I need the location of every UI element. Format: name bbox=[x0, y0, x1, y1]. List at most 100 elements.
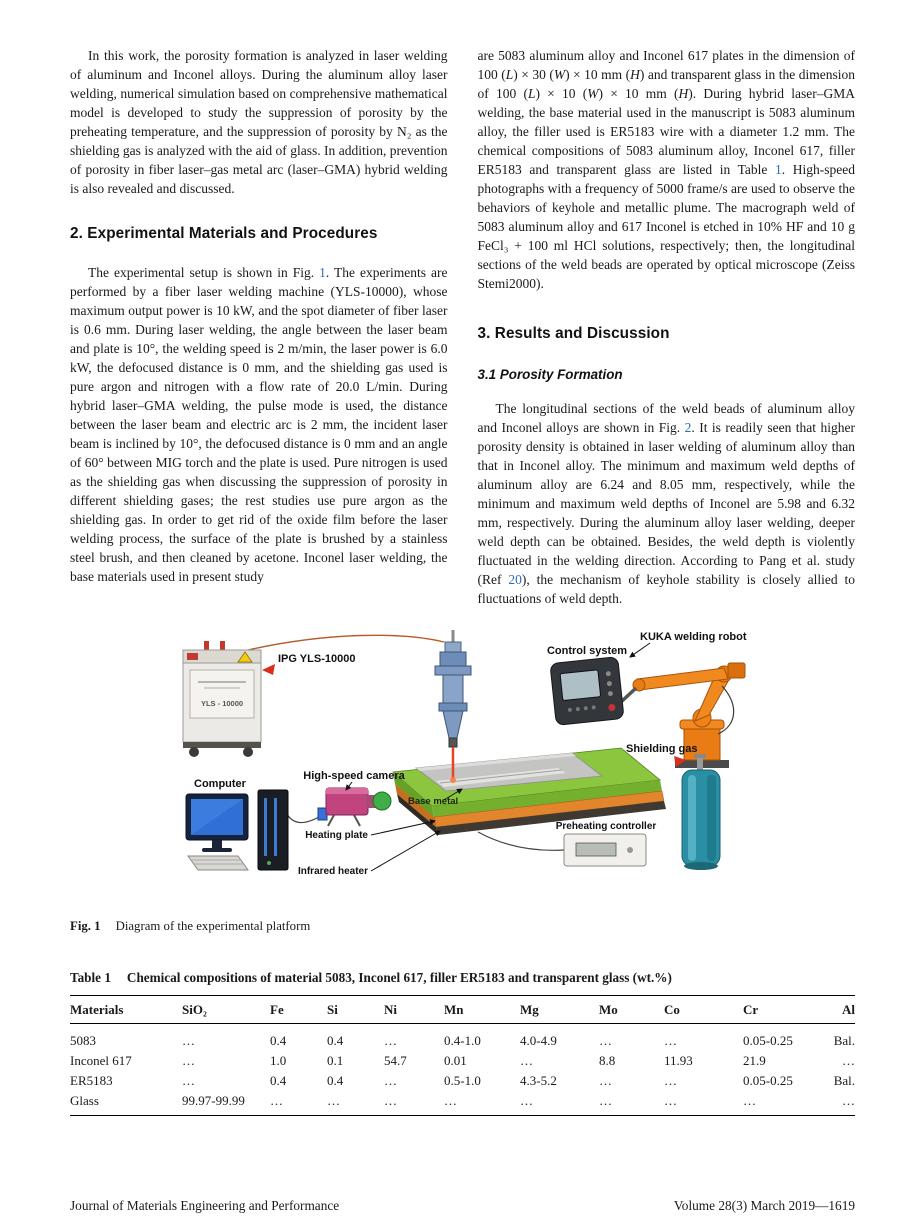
text-run: . The experiments are performed by a fib… bbox=[70, 265, 448, 584]
emphasized-text: H bbox=[678, 86, 689, 101]
two-column-text: In this work, the porosity formation is … bbox=[70, 46, 855, 608]
preheating-controller-label: Preheating controller bbox=[556, 821, 657, 832]
table-cell: … bbox=[664, 1033, 677, 1048]
column-header: Ni bbox=[384, 1002, 397, 1017]
text-run: ) and transparent glass in the dimension… bbox=[477, 67, 856, 101]
table-cell: 0.05-0.25 bbox=[743, 1033, 793, 1048]
shielding-gas-label: Shielding gas bbox=[626, 743, 698, 755]
text-run: ) × 10 mm ( bbox=[598, 86, 679, 101]
table-cell: 0.4 bbox=[270, 1073, 287, 1088]
text-run: . It is readily seen that higher porosit… bbox=[477, 420, 856, 587]
table-cell: 0.4 bbox=[327, 1033, 344, 1048]
text-run: The longitudinal sections of the weld be… bbox=[477, 401, 856, 435]
base-metal-label: Base metal bbox=[408, 796, 458, 807]
emphasized-text: L bbox=[527, 86, 536, 101]
citation-link[interactable]: 1 bbox=[319, 265, 326, 280]
table-cell: 11.93 bbox=[664, 1053, 693, 1068]
table-cell: 0.1 bbox=[327, 1053, 344, 1068]
section-heading-experimental: 2. Experimental Materials and Procedures bbox=[70, 225, 378, 242]
citation-link[interactable]: 20 bbox=[508, 572, 522, 587]
text-run: are 5083 aluminum alloy and Inconel 617 … bbox=[477, 48, 856, 82]
figure-illustration-wrap: YLS - 10000 IPG YLS-10000 bbox=[70, 630, 855, 907]
citation-link[interactable]: 2 bbox=[684, 420, 692, 435]
table-cell: … bbox=[743, 1091, 823, 1116]
table-cell: … bbox=[384, 1033, 397, 1048]
text-run: ), the mechanism of keyhole stability is… bbox=[477, 572, 856, 606]
paragraph: The experimental setup is shown in Fig. … bbox=[70, 263, 448, 586]
table-cell: 5083 bbox=[70, 1033, 96, 1048]
table-cell: 8.8 bbox=[599, 1053, 616, 1068]
base-metal-pointer bbox=[443, 788, 463, 801]
table-cell: … bbox=[384, 1091, 444, 1116]
table-cell: 0.05-0.25 bbox=[743, 1073, 793, 1088]
infrared-heater-label: Infrared heater bbox=[298, 866, 368, 877]
heating-plate-pointer bbox=[370, 819, 436, 836]
table-cell: … bbox=[664, 1091, 743, 1116]
table-cell: Glass bbox=[70, 1091, 182, 1116]
table-cell: 0.5-1.0 bbox=[444, 1073, 481, 1088]
emphasized-text: W bbox=[587, 86, 599, 101]
table-cell: 4.3-5.2 bbox=[520, 1073, 557, 1088]
emphasized-text: H bbox=[630, 67, 640, 82]
journal-name: Journal of Materials Engineering and Per… bbox=[70, 1198, 340, 1213]
table-cell: … bbox=[384, 1073, 397, 1088]
volume-page-info: Volume 28(3) March 2019—1619 bbox=[673, 1198, 855, 1213]
column-header: SiO₂ bbox=[182, 1002, 207, 1017]
fiber-cable bbox=[247, 634, 445, 651]
figure-1: YLS - 10000 IPG YLS-10000 bbox=[70, 630, 855, 934]
paragraph: In this work, the porosity formation is … bbox=[70, 46, 448, 198]
work-platform bbox=[392, 747, 666, 835]
table-cell: … bbox=[599, 1073, 612, 1088]
experimental-platform-diagram: YLS - 10000 IPG YLS-10000 bbox=[182, 630, 747, 877]
table-cell: 0.4-1.0 bbox=[444, 1033, 481, 1048]
machine-label: IPG YLS-10000 bbox=[278, 653, 355, 665]
column-header: Materials bbox=[70, 1002, 124, 1017]
laser-machine: YLS - 10000 bbox=[182, 641, 262, 757]
camera-pointer bbox=[345, 781, 353, 791]
text-run: ) × 30 ( bbox=[513, 67, 554, 82]
robot-label: KUKA welding robot bbox=[640, 631, 747, 643]
column-header: Cr bbox=[743, 1002, 759, 1017]
text-run: The experimental setup is shown in Fig. bbox=[88, 265, 320, 280]
subsection-heading-porosity: 3.1 Porosity Formation bbox=[477, 367, 623, 382]
table-cell: 99.97-99.99 bbox=[182, 1091, 270, 1116]
computer-label: Computer bbox=[194, 778, 247, 790]
table-cell: … bbox=[182, 1073, 195, 1088]
text-run: ) × 10 mm ( bbox=[565, 67, 631, 82]
control-system-label: Control system bbox=[547, 645, 627, 657]
column-header: Mo bbox=[599, 1002, 618, 1017]
robot-pointer bbox=[629, 642, 651, 658]
table-cell: … bbox=[182, 1053, 195, 1068]
section-heading-results: 3. Results and Discussion bbox=[477, 325, 670, 342]
text-run: . High-speed photographs with a frequenc… bbox=[477, 162, 856, 291]
table-cell: 4.0-4.9 bbox=[520, 1033, 557, 1048]
table-cell: … bbox=[823, 1091, 855, 1116]
column-header: Co bbox=[664, 1002, 680, 1017]
machine-pointer-arrow bbox=[262, 664, 275, 675]
column-header: Si bbox=[327, 1002, 338, 1017]
table-cell: … bbox=[664, 1073, 677, 1088]
citation-link[interactable]: 1 bbox=[775, 162, 782, 177]
table-cell: … bbox=[599, 1033, 612, 1048]
figure-caption-text: Diagram of the experimental platform bbox=[115, 919, 311, 933]
table-cell: … bbox=[520, 1053, 533, 1068]
camera-label: High-speed camera bbox=[303, 770, 405, 782]
table-cell: 54.7 bbox=[384, 1053, 407, 1068]
preheating-controller bbox=[477, 831, 647, 867]
table-cell: Bal. bbox=[833, 1033, 855, 1048]
table-cell: … bbox=[842, 1053, 855, 1068]
left-column: In this work, the porosity formation is … bbox=[70, 46, 448, 608]
table-caption-label: Table 1 bbox=[70, 970, 111, 985]
high-speed-camera bbox=[317, 787, 392, 827]
table-cell: 0.4 bbox=[327, 1073, 344, 1088]
